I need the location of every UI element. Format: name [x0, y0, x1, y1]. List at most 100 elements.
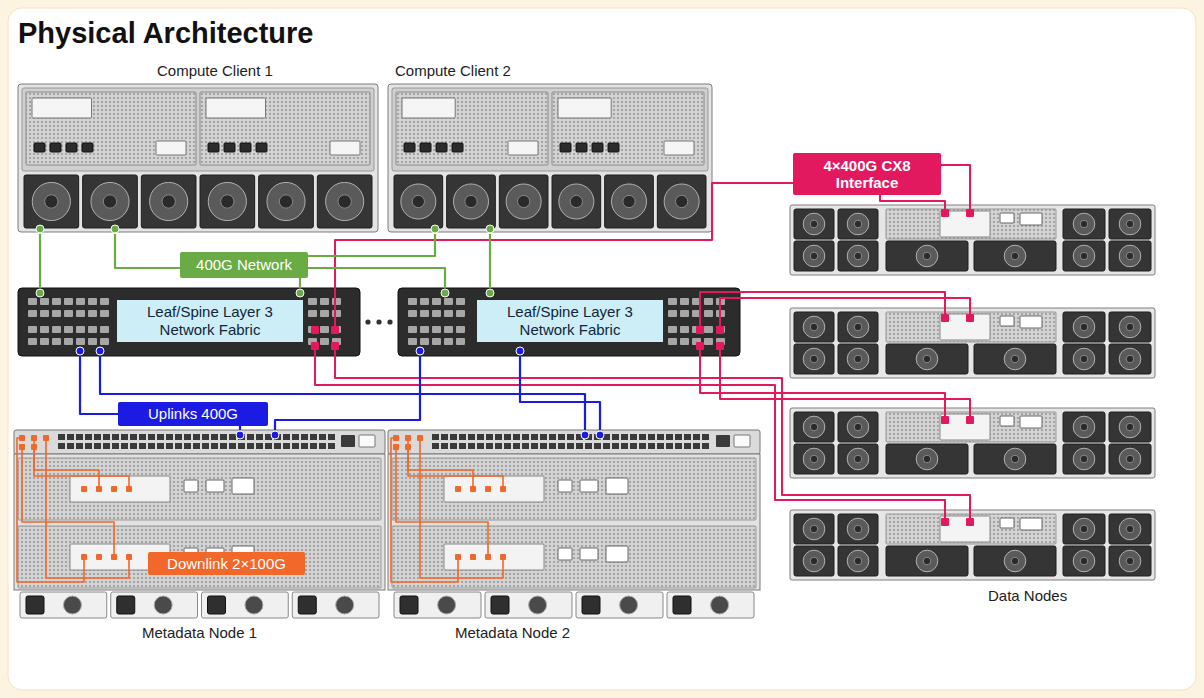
switch-port — [522, 443, 529, 449]
network-port — [224, 143, 235, 152]
downlink-port — [405, 435, 411, 441]
fan-hub — [1011, 355, 1019, 363]
switch-port — [52, 298, 61, 305]
chassis — [790, 408, 1155, 478]
downlink-port — [31, 435, 37, 441]
switch-port — [320, 298, 329, 305]
data-server — [790, 510, 1155, 580]
data-link-wire — [700, 346, 945, 420]
interface-callout: 4×400G CX8 Interface — [793, 153, 941, 195]
fan-hub — [810, 220, 818, 228]
fan-module — [657, 175, 706, 228]
fan-module — [838, 412, 878, 442]
fan-module — [200, 175, 255, 228]
switch-port — [157, 443, 164, 449]
device-label: Metadata Node 2 — [455, 624, 570, 642]
fan-grille — [803, 416, 825, 438]
switch-port — [130, 443, 137, 449]
fan-hub — [1126, 423, 1134, 431]
fan-module — [838, 344, 878, 374]
fan-grille — [326, 182, 364, 220]
vga-port — [1020, 416, 1042, 428]
fan-module — [1063, 412, 1105, 442]
fan-module — [838, 546, 878, 576]
fan-module — [838, 514, 878, 544]
switch-port — [648, 443, 655, 449]
switch-port — [283, 443, 290, 449]
uplink-port — [236, 431, 244, 439]
switch-port — [76, 310, 85, 317]
fan-grille — [559, 184, 594, 219]
fan-hub — [162, 195, 175, 208]
switch-port — [52, 338, 61, 345]
fan-grille — [916, 245, 938, 267]
title-wrap: Physical Architecture — [18, 16, 314, 50]
fan-module — [794, 412, 834, 442]
mgmt-port — [206, 480, 224, 492]
switch-port — [704, 298, 713, 305]
callout-text: 4×400G CX8 Interface — [805, 157, 930, 192]
front-bay — [392, 88, 708, 171]
switch-port — [184, 443, 191, 449]
switch-port — [211, 434, 218, 440]
fan-hub — [854, 220, 862, 228]
switch-port — [319, 443, 326, 449]
fan-grille — [1073, 213, 1095, 235]
switch-port — [76, 443, 83, 449]
switch-port — [202, 443, 209, 449]
psu-fan — [336, 596, 354, 614]
switch-port — [64, 326, 73, 333]
switch-port — [704, 326, 713, 333]
fan-hub — [1080, 557, 1088, 565]
fan-grille — [1119, 448, 1141, 470]
switch-port — [567, 443, 574, 449]
downlink-wire — [34, 447, 129, 489]
psu-fan — [711, 596, 729, 614]
fan-hub — [854, 557, 862, 565]
chassis — [790, 205, 1155, 275]
power-inlet — [298, 596, 316, 614]
chassis — [388, 84, 712, 232]
mgmt-port — [359, 435, 375, 447]
switch-port — [666, 434, 673, 440]
network-port — [240, 143, 251, 152]
fan-module — [974, 241, 1056, 271]
fan-module — [1063, 312, 1105, 342]
nic-card — [444, 476, 544, 502]
data-link-wire — [880, 195, 945, 213]
switch-port — [308, 310, 317, 317]
fabric-label: Leaf/Spine Layer 3 Network Fabric — [125, 303, 295, 339]
vga-port — [232, 478, 254, 494]
switch-port — [76, 338, 85, 345]
fan-grille — [916, 448, 938, 470]
continuation-dot — [376, 319, 381, 324]
switch-port — [100, 338, 109, 345]
switch-port — [702, 434, 709, 440]
fan-grille — [916, 550, 938, 572]
switch-port — [320, 310, 329, 317]
switch-port — [468, 434, 475, 440]
switch-port — [549, 443, 556, 449]
fan-grille — [1119, 316, 1141, 338]
fan-hub — [810, 525, 818, 533]
fan-module — [1063, 546, 1105, 576]
network-switch — [18, 288, 360, 356]
fan-grille — [32, 182, 70, 220]
switch-port — [576, 443, 583, 449]
switch-port — [456, 298, 465, 305]
fan-hub — [465, 195, 477, 207]
usb-port — [1000, 213, 1014, 223]
switch-port — [148, 443, 155, 449]
switch-port — [495, 434, 502, 440]
fan-hub — [1011, 252, 1019, 260]
psu-fan — [438, 596, 456, 614]
fan-module — [1109, 312, 1151, 342]
network-link — [100, 356, 585, 430]
network-port — [296, 289, 304, 297]
psu — [111, 592, 198, 618]
front-bay — [22, 88, 374, 171]
switch-port — [64, 298, 73, 305]
switch-port — [680, 298, 689, 305]
fan-hub — [1080, 252, 1088, 260]
power-inlet — [491, 596, 509, 614]
